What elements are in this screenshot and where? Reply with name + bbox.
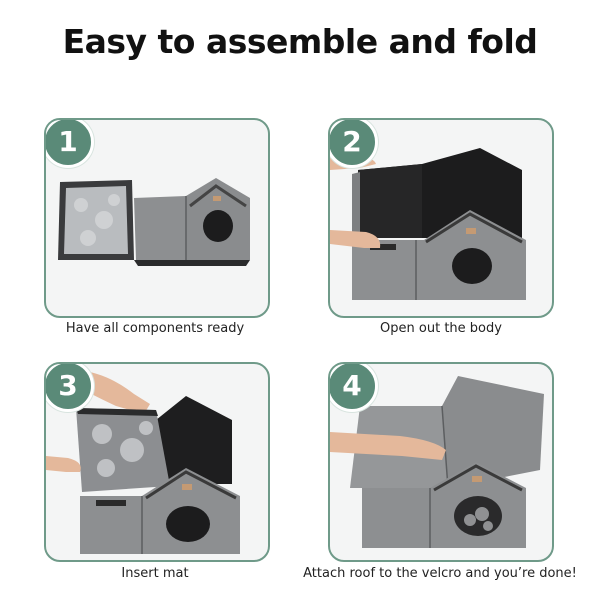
step-1-image: 1 (44, 118, 270, 318)
step-2-badge: 2 (330, 120, 378, 168)
step-2-caption: Open out the body (380, 321, 502, 336)
inserting-mat-illustration (46, 370, 240, 554)
step-4-badge: 4 (330, 364, 378, 412)
step-2-image: 2 (328, 118, 554, 318)
step-3-badge: 3 (46, 364, 94, 412)
step-4-image: 4 (328, 362, 554, 562)
step-1-caption: Have all components ready (65, 321, 245, 336)
step-3-image: 3 (44, 362, 270, 562)
step-3-caption: Insert mat (121, 566, 189, 581)
opening-body-illustration (330, 148, 526, 300)
components-laid-out-illustration (58, 178, 250, 266)
step-4-caption: Attach roof to the velcro and you’re don… (303, 566, 577, 581)
attaching-roof-illustration (330, 376, 544, 548)
step-1-badge: 1 (46, 120, 94, 168)
page-title: Easy to assemble and fold (62, 22, 538, 61)
